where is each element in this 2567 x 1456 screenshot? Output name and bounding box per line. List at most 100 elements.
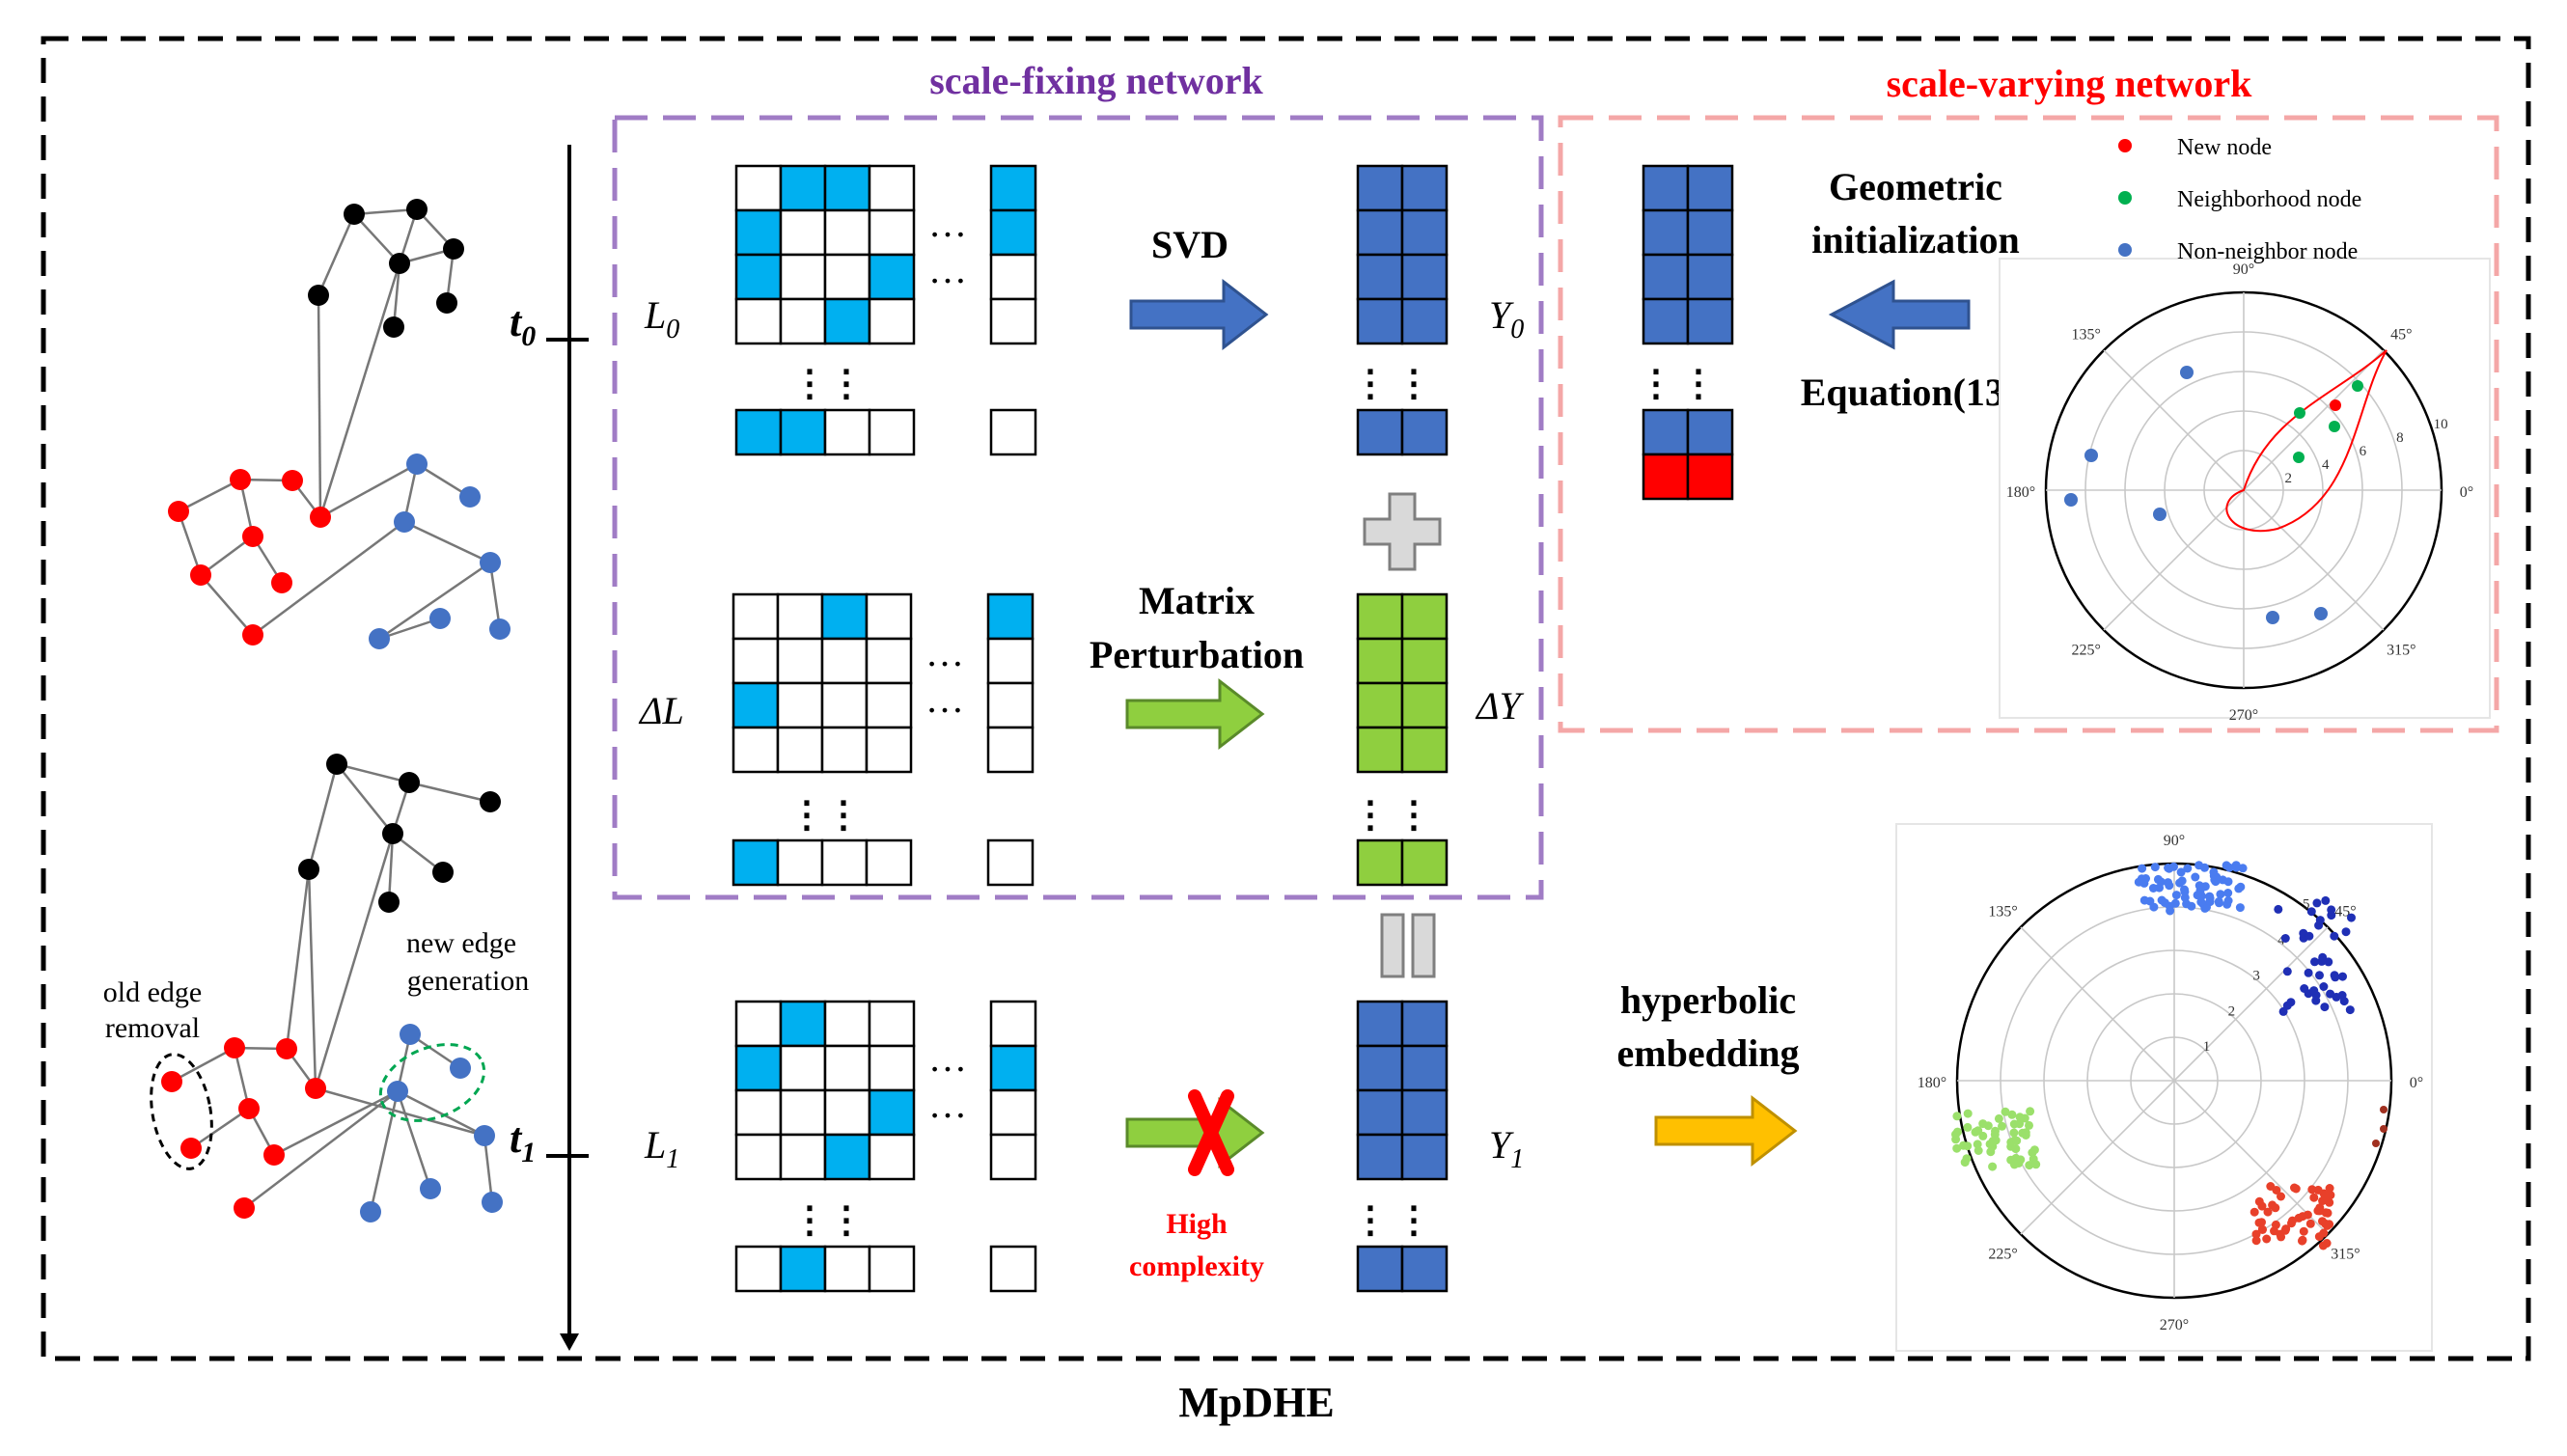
timeline-arrowhead bbox=[560, 1333, 579, 1351]
matrix-cell bbox=[734, 253, 783, 301]
matrix-cell bbox=[731, 681, 780, 729]
polar-spoke bbox=[2243, 349, 2385, 491]
navy-cluster-point bbox=[2280, 934, 2290, 943]
navy-cluster-point bbox=[2274, 904, 2283, 914]
old-edge-removal-ellipse bbox=[150, 1053, 213, 1170]
navy-cluster-point bbox=[2282, 967, 2292, 976]
graph-edge bbox=[317, 294, 322, 518]
red-cluster-point bbox=[2305, 1219, 2315, 1228]
graph-edge bbox=[190, 1107, 250, 1150]
matrix-cell bbox=[779, 1133, 827, 1181]
matrix-cell bbox=[989, 408, 1037, 456]
polar-angle-label: 90° bbox=[2233, 261, 2254, 278]
geometric-label-line1: Geometric bbox=[1829, 165, 2002, 208]
legend-non-neighbor-node-label: Non-neighbor node bbox=[2177, 239, 2358, 264]
red-node bbox=[161, 1071, 182, 1092]
red-cluster-point bbox=[2309, 1193, 2319, 1202]
matrix-cell bbox=[776, 838, 824, 887]
non-neighbor-node-point bbox=[2314, 607, 2328, 620]
red-cluster-point bbox=[2250, 1207, 2259, 1217]
matrix-cell bbox=[734, 164, 783, 212]
matrix-Yvar bbox=[1642, 164, 1734, 345]
matrix-cell bbox=[734, 297, 783, 345]
navy-cluster-point bbox=[2338, 972, 2347, 981]
matrix-L0 bbox=[734, 164, 916, 345]
matrix-cell bbox=[1400, 253, 1449, 301]
diagram-title: MpDHE bbox=[1178, 1379, 1334, 1426]
matrix-cell bbox=[779, 1245, 827, 1293]
matrix-cell bbox=[1356, 838, 1404, 887]
matrix-cell bbox=[823, 1000, 871, 1048]
polar-angle-label: 270° bbox=[2160, 1317, 2189, 1333]
outlier-point bbox=[2380, 1106, 2388, 1113]
blue-cluster-point bbox=[2200, 903, 2210, 913]
blue-cluster-point bbox=[2138, 864, 2147, 873]
matrix-cell bbox=[989, 1133, 1037, 1181]
polar-radial-label: 10 bbox=[2434, 417, 2448, 432]
black-node bbox=[436, 292, 457, 314]
red-node bbox=[310, 507, 331, 528]
matrix-cell bbox=[1686, 208, 1734, 257]
matrix-cell bbox=[1356, 208, 1404, 257]
equals-bar-left bbox=[1380, 913, 1405, 978]
matrix-cell bbox=[776, 637, 824, 685]
matrix-cell bbox=[776, 726, 824, 774]
matrix-cell bbox=[989, 1088, 1037, 1137]
legend-neighborhood-node-label: Neighborhood node bbox=[2177, 187, 2361, 212]
polar-spoke bbox=[2173, 926, 2329, 1082]
graph-edge bbox=[200, 535, 254, 577]
blue-node bbox=[429, 608, 451, 629]
matrix-cell bbox=[820, 637, 869, 685]
polar-radial-label: 3 bbox=[2252, 968, 2260, 983]
black-node bbox=[480, 791, 501, 812]
vertical-ellipsis: ⋮ bbox=[1352, 795, 1389, 836]
navy-cluster-point bbox=[2321, 895, 2331, 905]
red-node bbox=[238, 1098, 260, 1119]
matrix-cell bbox=[779, 408, 827, 456]
green-cluster-point bbox=[1998, 1121, 2006, 1131]
matrix-cell bbox=[868, 297, 916, 345]
matrix-cell bbox=[986, 592, 1035, 641]
horizontal-ellipsis: … bbox=[925, 631, 964, 674]
perturbation-label-line1: Matrix bbox=[1139, 579, 1255, 622]
graph-edge bbox=[285, 868, 311, 1050]
label-L0: L0 bbox=[644, 293, 679, 344]
blue-cluster-point bbox=[2183, 864, 2193, 873]
hyperbolic-label-line1: hyperbolic bbox=[1620, 978, 1796, 1022]
graph-edge bbox=[307, 763, 339, 870]
green-cluster-point bbox=[2009, 1119, 2019, 1129]
matrix-cell bbox=[779, 1000, 827, 1048]
matrix-cell bbox=[734, 1133, 783, 1181]
navy-cluster-point bbox=[2345, 1005, 2355, 1015]
matrix-cell bbox=[776, 592, 824, 641]
graph-edge bbox=[315, 1086, 485, 1138]
vertical-ellipsis: ⋮ bbox=[1395, 795, 1432, 836]
black-node bbox=[298, 859, 319, 880]
label-Y1: Y1 bbox=[1489, 1123, 1524, 1174]
blue-cluster-point bbox=[2191, 872, 2200, 882]
green-cluster-point bbox=[1974, 1146, 1983, 1155]
polar-radial-label: 6 bbox=[2360, 444, 2367, 459]
matrix-deltaL bbox=[731, 592, 913, 774]
blue-cluster-point bbox=[2200, 863, 2209, 872]
blue-node bbox=[394, 511, 415, 533]
red-node bbox=[234, 1197, 255, 1219]
red-cluster-point bbox=[2251, 1236, 2261, 1246]
polar-radial-label: 5 bbox=[2303, 897, 2310, 913]
matrix-Y0-row bbox=[1356, 408, 1449, 456]
black-node bbox=[308, 285, 329, 306]
green-cluster-point bbox=[2025, 1161, 2034, 1170]
matrix-L0-row bbox=[734, 408, 916, 456]
red-cluster-point bbox=[2288, 1216, 2297, 1225]
matrix-cell bbox=[868, 1000, 916, 1048]
navy-cluster-point bbox=[2324, 957, 2333, 967]
red-cluster-point bbox=[2325, 1184, 2334, 1193]
matrix-cell bbox=[1356, 637, 1404, 685]
navy-cluster-point bbox=[2341, 927, 2351, 937]
matrix-cell bbox=[865, 838, 913, 887]
blue-cluster-point bbox=[2175, 878, 2185, 888]
graph-edge bbox=[403, 520, 491, 564]
graph-edge bbox=[177, 510, 203, 576]
polar-angle-label: 0° bbox=[2460, 484, 2473, 501]
